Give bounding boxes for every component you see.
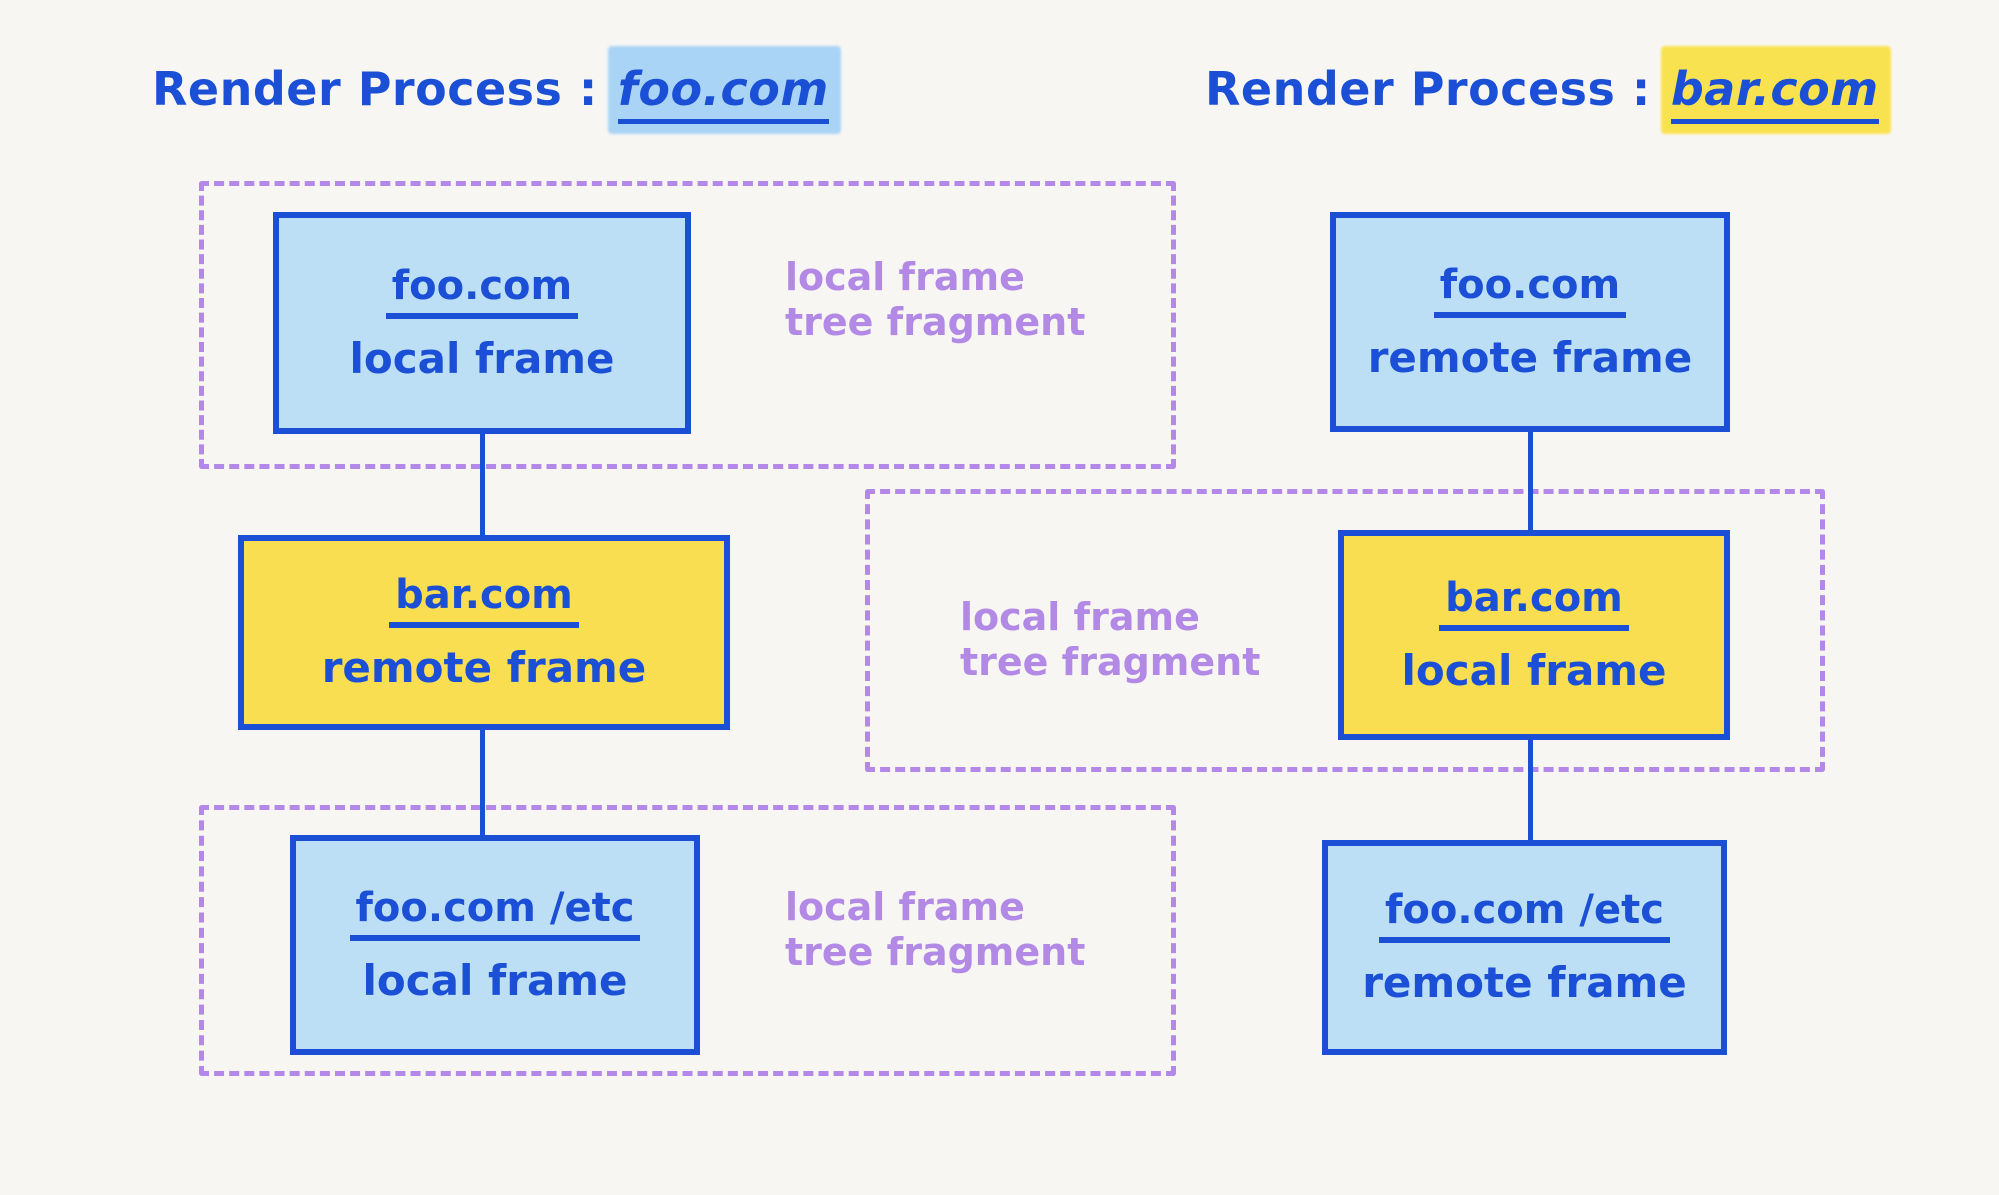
- frame-box-left-foo-local[interactable]: foo.com local frame: [273, 212, 691, 434]
- frame-kind-right-1: remote frame: [1367, 332, 1693, 382]
- title-domain-text-right: bar.com: [1670, 62, 1879, 124]
- fragment-region-middle: [865, 489, 1825, 772]
- render-process-title-bar: Render Process : bar.com: [1205, 46, 1891, 134]
- fragment-caption-left-bottom: local frame tree fragment: [785, 885, 1086, 974]
- title-domain-left: foo.com: [607, 46, 841, 134]
- fragment-region-left-bottom: [199, 805, 1176, 1076]
- frame-kind-left-1: local frame: [349, 333, 615, 383]
- frame-url-right-3: foo.com /etc: [1379, 889, 1670, 944]
- title-label-left: Render Process :: [152, 62, 598, 116]
- title-domain-right: bar.com: [1660, 46, 1891, 134]
- frame-url-left-3: foo.com /etc: [349, 887, 641, 941]
- frame-box-right-fooetc-remote[interactable]: foo.com /etc remote frame: [1322, 840, 1727, 1055]
- frame-box-right-foo-remote[interactable]: foo.com remote frame: [1330, 212, 1730, 432]
- title-highlight-left: [607, 46, 841, 134]
- title-label-right: Render Process :: [1205, 62, 1651, 116]
- frame-url-right-1: foo.com: [1433, 264, 1627, 318]
- frame-kind-right-3: remote frame: [1362, 958, 1687, 1008]
- connector-right-1-2: [1528, 430, 1533, 545]
- title-highlight-right: [1660, 46, 1891, 134]
- frame-url-left-2: bar.com: [389, 574, 579, 629]
- frame-url-left-1: foo.com: [385, 265, 579, 319]
- frame-kind-right-2: local frame: [1401, 645, 1667, 695]
- frame-url-right-2: bar.com: [1439, 577, 1629, 631]
- fragment-region-left-top: [199, 181, 1176, 469]
- connector-left-2-3: [480, 725, 485, 845]
- connector-right-2-3: [1528, 725, 1533, 845]
- frame-kind-left-2: remote frame: [321, 643, 647, 693]
- frame-box-left-bar-remote[interactable]: bar.com remote frame: [238, 535, 730, 730]
- frame-kind-left-3: local frame: [362, 955, 628, 1005]
- frame-box-left-fooetc-local[interactable]: foo.com /etc local frame: [290, 835, 700, 1055]
- connector-left-1-2: [480, 430, 485, 540]
- render-process-title-foo: Render Process : foo.com: [152, 46, 841, 134]
- title-domain-text-left: foo.com: [617, 62, 829, 124]
- fragment-caption-left-top: local frame tree fragment: [785, 255, 1086, 344]
- frame-box-right-bar-local[interactable]: bar.com local frame: [1338, 530, 1730, 740]
- fragment-caption-middle: local frame tree fragment: [960, 595, 1261, 684]
